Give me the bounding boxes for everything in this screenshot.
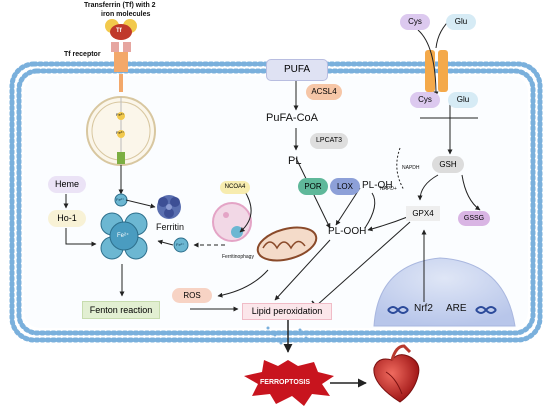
por-node: POR bbox=[298, 178, 328, 195]
lysosome-icon bbox=[212, 202, 252, 242]
heme-node: Heme bbox=[48, 176, 86, 193]
lox-node: LOX bbox=[330, 178, 360, 195]
pl-ooh-label: PL-OOH bbox=[328, 226, 367, 237]
pl-label: PL bbox=[288, 155, 302, 167]
fe3-dot-1 bbox=[120, 115, 122, 117]
glu-out-node: Glu bbox=[446, 14, 476, 30]
ferroptosis-burst bbox=[244, 360, 334, 406]
transferrin-icon bbox=[105, 19, 137, 72]
tf-receptor-label: Tf receptor bbox=[64, 51, 101, 58]
nucleus bbox=[373, 257, 516, 327]
labile-iron-pool-icon bbox=[100, 212, 148, 260]
napdh-label: NAPDH bbox=[402, 165, 420, 171]
ferritinophagy-label: Ferritinophagy bbox=[222, 254, 254, 260]
dna-icon bbox=[387, 306, 497, 314]
lpcat3-node: LPCAT3 bbox=[310, 133, 348, 149]
tf-label: Tf bbox=[116, 28, 122, 34]
cys-in-node: Cys bbox=[410, 92, 440, 108]
lipid-peroxidation-node: Lipid peroxidation bbox=[242, 303, 332, 320]
ho1-node: Ho-1 bbox=[48, 210, 86, 227]
fe2-ferritinophagy-label: Fe²⁺ bbox=[176, 242, 185, 247]
fe3-endosome-label: Fe³⁺ bbox=[116, 112, 125, 117]
are-label: ARE bbox=[446, 303, 467, 314]
glu-in-node: Glu bbox=[448, 92, 478, 108]
ros-node: ROS bbox=[172, 288, 212, 303]
ncoa4-node: NCOA4 bbox=[220, 181, 250, 194]
ferritin-icon bbox=[157, 195, 181, 219]
fe2-cytosol-label: Fe²⁺ bbox=[116, 197, 125, 202]
gssg-node: GSSG bbox=[458, 211, 490, 226]
acsl4-node: ACSL4 bbox=[306, 84, 342, 100]
gsh-node: GSH bbox=[432, 156, 464, 173]
gpx4-node: GPX4 bbox=[406, 206, 440, 221]
napd-plus-label: NAPD+ bbox=[380, 186, 397, 192]
pufa-node: PUFA bbox=[266, 59, 328, 81]
fenton-reaction-node: Fenton reaction bbox=[82, 301, 160, 319]
nrf2-label: Nrf2 bbox=[414, 303, 433, 314]
transferrin-subtitle: iron molecules bbox=[101, 11, 151, 18]
ferritin-label: Ferritin bbox=[156, 222, 185, 232]
mitochondria-icon bbox=[256, 226, 318, 262]
fe3-endosome-label-2: Fe³⁺ bbox=[116, 130, 125, 135]
cys-out-node: Cys bbox=[400, 14, 430, 30]
fe2-pool-label: Fe²⁺ bbox=[117, 233, 130, 239]
heart-icon bbox=[373, 344, 420, 403]
pl-oh-label: PL-OH bbox=[362, 180, 393, 191]
transferrin-title: Transferrin (Tf) with 2 bbox=[84, 2, 156, 9]
ferroptosis-label: FERROPTOSIS bbox=[260, 379, 311, 386]
pufa-coa-label: PuFA-CoA bbox=[266, 112, 318, 124]
lipid-debris-icon bbox=[266, 326, 308, 345]
